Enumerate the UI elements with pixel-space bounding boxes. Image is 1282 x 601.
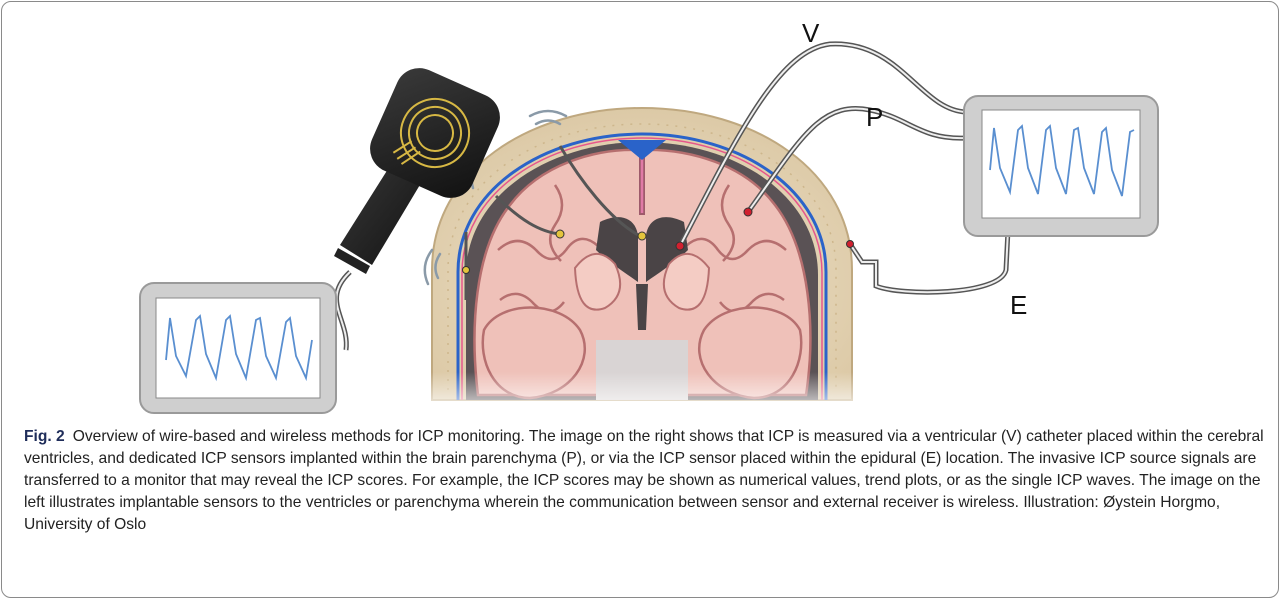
label-parenchyma: P bbox=[866, 102, 883, 132]
label-ventricular: V bbox=[802, 18, 820, 48]
figure-caption-text: Overview of wire-based and wireless meth… bbox=[24, 428, 1264, 533]
icp-illustration: V P E bbox=[0, 0, 1282, 420]
right-monitor bbox=[964, 96, 1158, 236]
figure-label: Fig. 2 bbox=[24, 428, 65, 445]
left-monitor bbox=[140, 283, 336, 413]
label-epidural: E bbox=[1010, 290, 1027, 320]
